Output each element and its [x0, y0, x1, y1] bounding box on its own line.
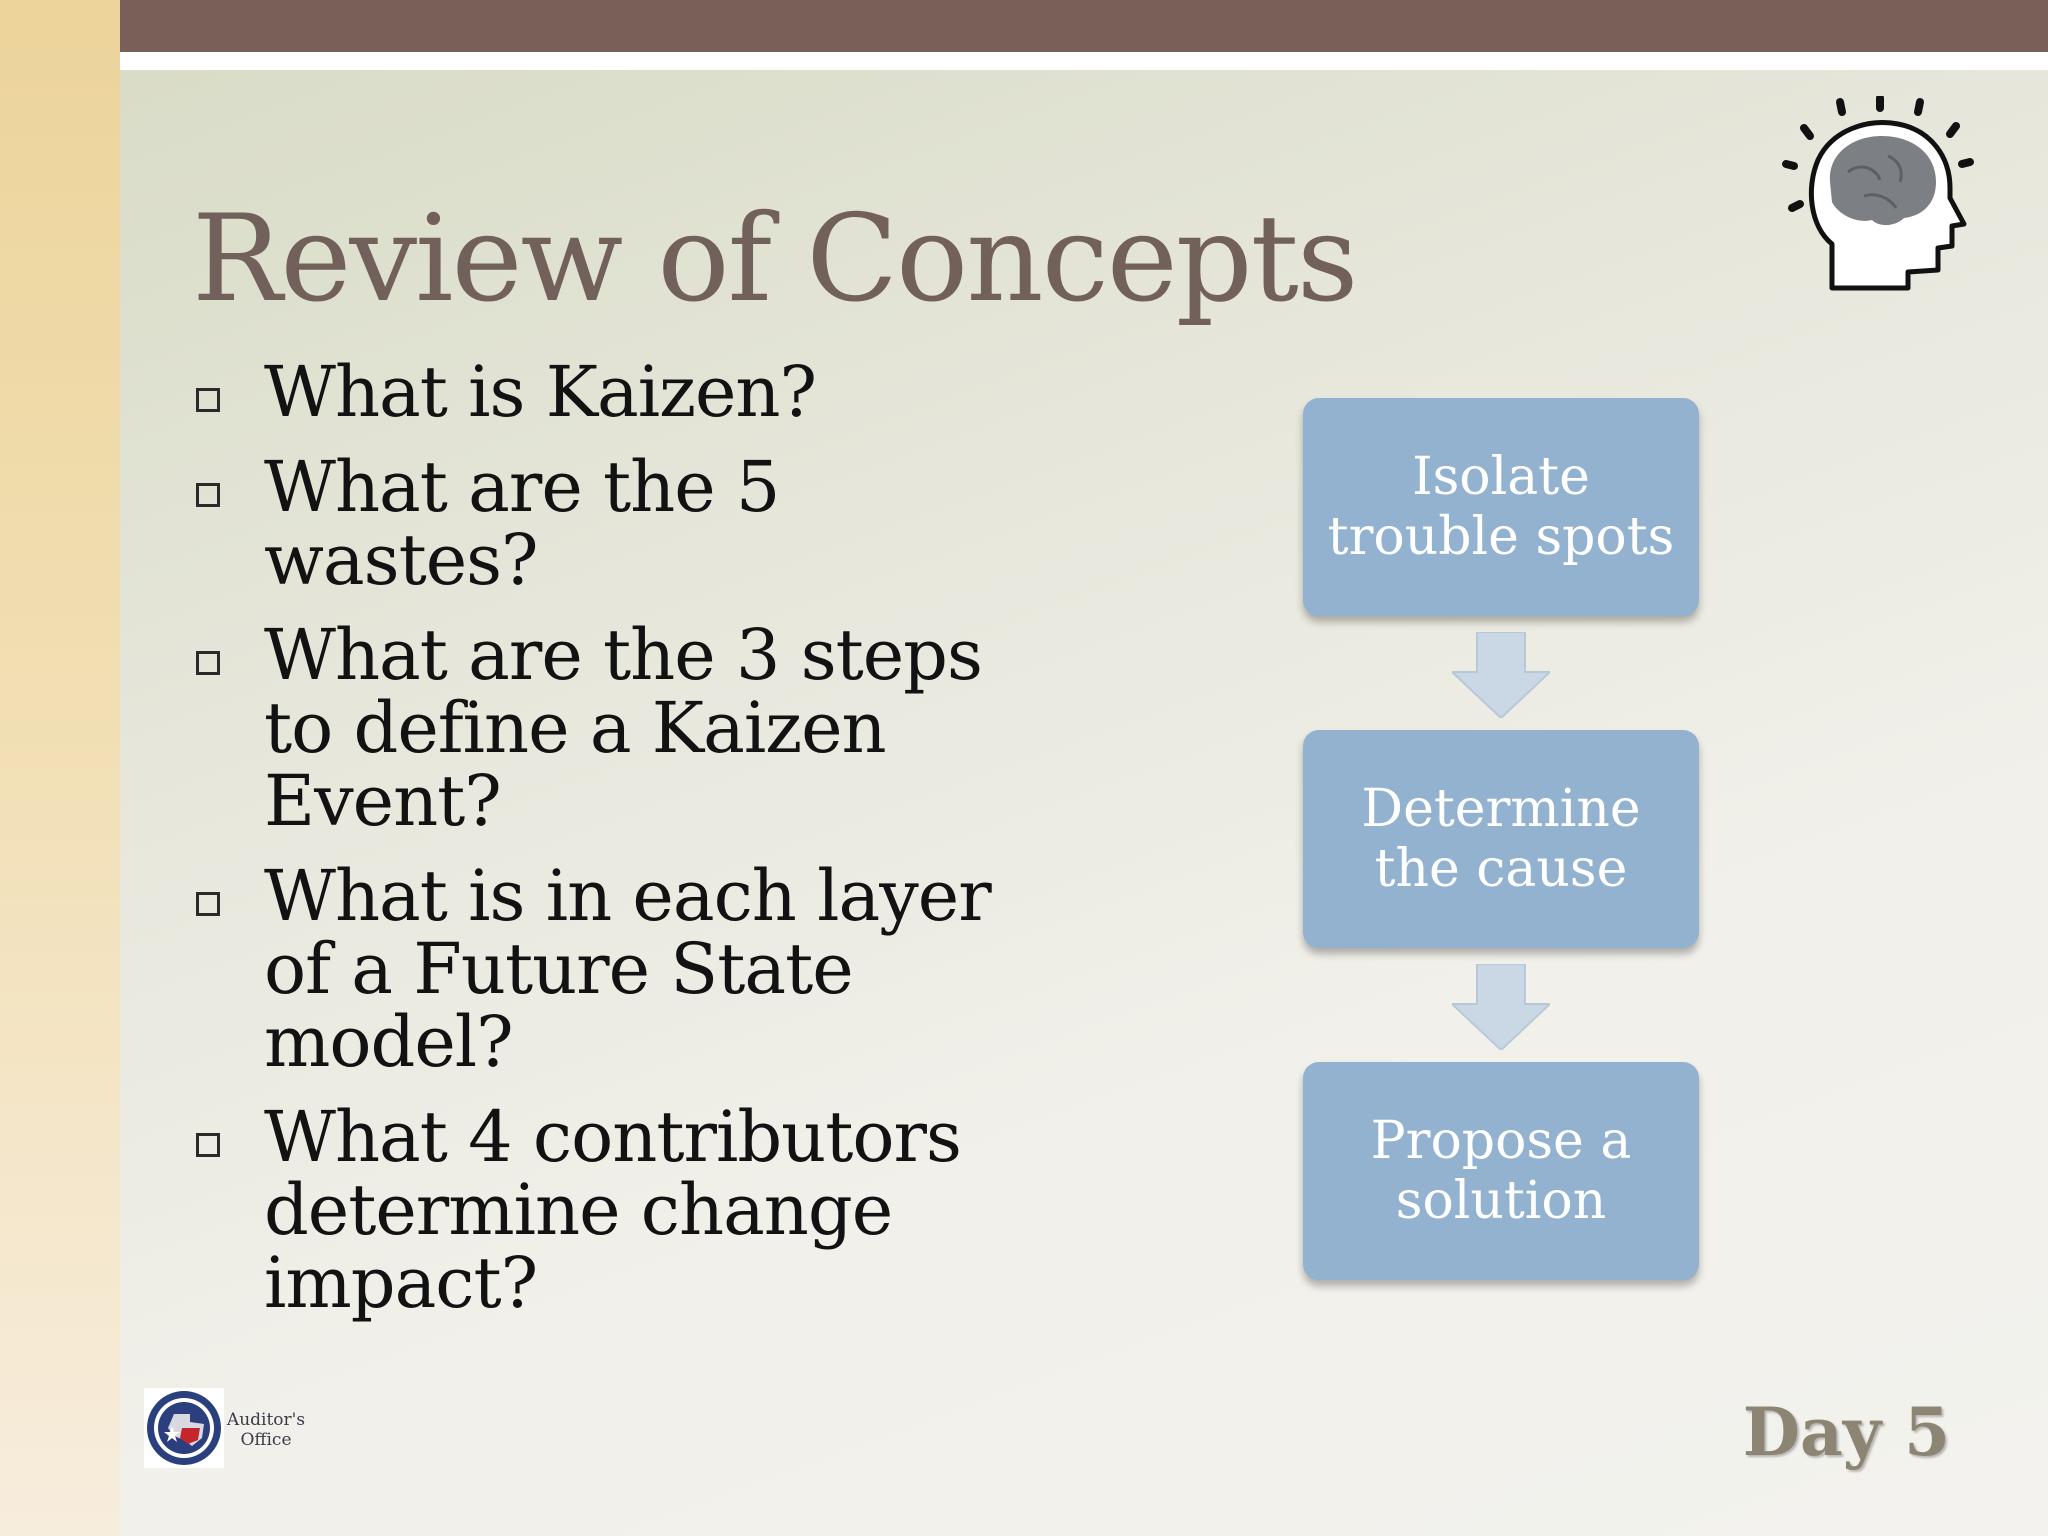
- square-bullet-icon: [196, 892, 220, 916]
- brain-head-icon: [1782, 96, 1974, 291]
- slide-background: [120, 70, 2048, 1536]
- flow-step-label: Isolate trouble spots: [1327, 447, 1675, 567]
- flow-step-propose: Propose a solution: [1303, 1062, 1699, 1280]
- bullet-item: What are the 3 steps to define a Kaizen …: [192, 619, 1052, 838]
- square-bullet-icon: [196, 1133, 220, 1157]
- bullet-text: What 4 contributors determine change imp…: [264, 1096, 962, 1324]
- bullet-text: What are the 3 steps to define a Kaizen …: [264, 614, 983, 842]
- bullet-item: What is Kaizen?: [192, 356, 1052, 429]
- bullet-text: What are the 5 wastes?: [264, 446, 780, 601]
- office-line-1: Auditor's: [226, 1410, 306, 1430]
- office-line-2: Office: [240, 1430, 292, 1450]
- auditor-seal-logo: [144, 1388, 224, 1468]
- bullet-item: What 4 contributors determine change imp…: [192, 1101, 1052, 1320]
- bullet-list: What is Kaizen? What are the 5 wastes? W…: [192, 356, 1052, 1342]
- square-bullet-icon: [196, 388, 220, 412]
- flow-step-label: Determine the cause: [1361, 779, 1641, 899]
- top-bar: [120, 0, 2048, 52]
- bullet-item: What is in each layer of a Future State …: [192, 860, 1052, 1079]
- left-accent-band: [0, 0, 120, 1536]
- arrow-down-icon: [1452, 632, 1550, 718]
- day-label: Day 5: [1742, 1393, 1950, 1471]
- top-strip: [120, 52, 2048, 70]
- bullet-item: What are the 5 wastes?: [192, 451, 1052, 597]
- bullet-text: What is Kaizen?: [264, 351, 817, 433]
- slide-title: Review of Concepts: [192, 190, 1358, 329]
- auditor-office-label: Auditor's Office: [226, 1410, 306, 1450]
- square-bullet-icon: [196, 651, 220, 675]
- flow-step-isolate: Isolate trouble spots: [1303, 398, 1699, 616]
- flow-step-determine: Determine the cause: [1303, 730, 1699, 948]
- flow-step-label: Propose a solution: [1370, 1111, 1632, 1231]
- arrow-down-icon: [1452, 964, 1550, 1050]
- square-bullet-icon: [196, 483, 220, 507]
- bullet-text: What is in each layer of a Future State …: [264, 855, 992, 1083]
